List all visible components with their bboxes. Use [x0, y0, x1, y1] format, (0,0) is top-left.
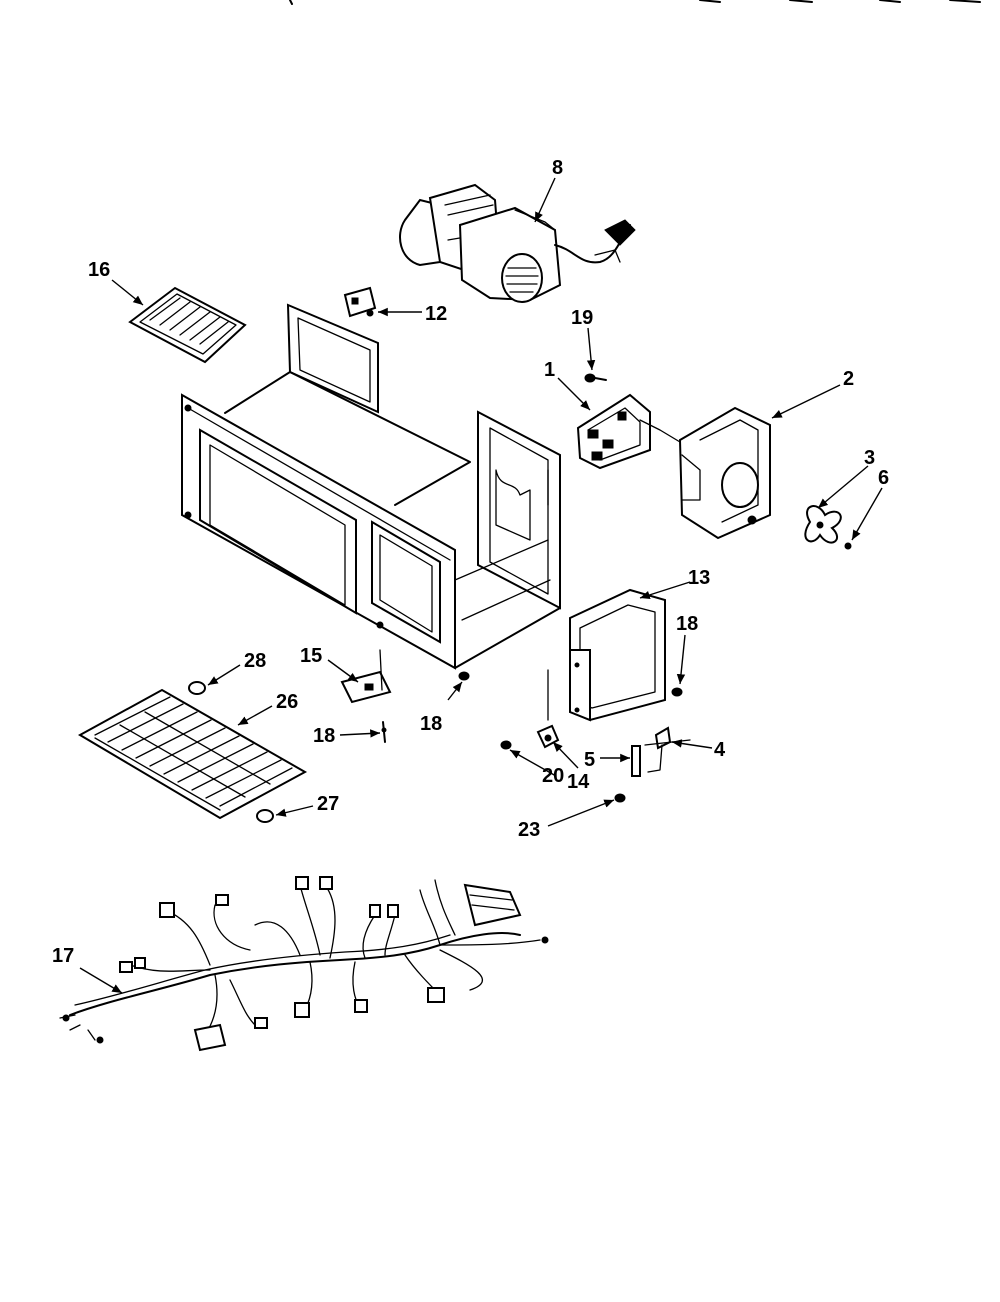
cabinet-part: [181, 303, 561, 670]
callout-3: 3: [864, 447, 875, 469]
callout-17: 17: [52, 945, 74, 967]
grease-filter-part: [128, 286, 247, 364]
callout-18-left: 18: [313, 725, 335, 747]
bracket-part-12: [343, 286, 377, 318]
interlock-part-4: [644, 726, 691, 773]
screw-part-20: [500, 740, 512, 750]
callout-12: 12: [425, 303, 447, 325]
callout-23: 23: [518, 819, 540, 841]
callout-27: 27: [317, 793, 339, 815]
screw-part-23: [614, 793, 626, 803]
screw-part-18-left: [381, 721, 387, 743]
top-edge-marks: [289, 0, 981, 5]
bracket-part-14: [536, 724, 560, 749]
fan-shroud-part: [678, 406, 771, 540]
callout-26: 26: [276, 691, 298, 713]
callout-5: 5: [584, 749, 595, 771]
callout-8: 8: [552, 157, 563, 179]
callout-14: 14: [567, 771, 590, 793]
leader-lines: [79, 177, 883, 994]
rack-part-26: [77, 688, 308, 820]
callout-15: 15: [300, 645, 322, 667]
callout-6: 6: [878, 467, 889, 489]
fan-blade-part: [804, 505, 842, 544]
callout-16: 16: [88, 259, 110, 281]
callout-19: 19: [571, 307, 593, 329]
callout-labels: 8 12 16 19 1 2 3 6 13 18 4 5 14 20 23 15…: [52, 157, 889, 967]
nut-part-6: [844, 542, 852, 550]
callout-2: 2: [843, 368, 854, 390]
screw-part-18-mid: [458, 671, 470, 681]
screw-part-19: [584, 373, 607, 383]
callout-20: 20: [542, 765, 564, 787]
callout-1: 1: [544, 359, 555, 381]
callout-4: 4: [714, 739, 726, 761]
wiring-harness-part: [59, 876, 549, 1052]
blower-motor-part: [399, 183, 636, 303]
screw-part-18-right: [671, 687, 683, 697]
actuator-part-5: [631, 745, 641, 777]
foot-part-27: [256, 809, 274, 823]
terminal-block-part: [576, 393, 691, 470]
foot-part-28: [188, 681, 206, 695]
callout-13: 13: [688, 567, 710, 589]
frame-part-13: [547, 588, 666, 722]
callout-18-right: 18: [676, 613, 698, 635]
callout-28: 28: [244, 650, 266, 672]
callout-18-mid: 18: [420, 713, 442, 735]
